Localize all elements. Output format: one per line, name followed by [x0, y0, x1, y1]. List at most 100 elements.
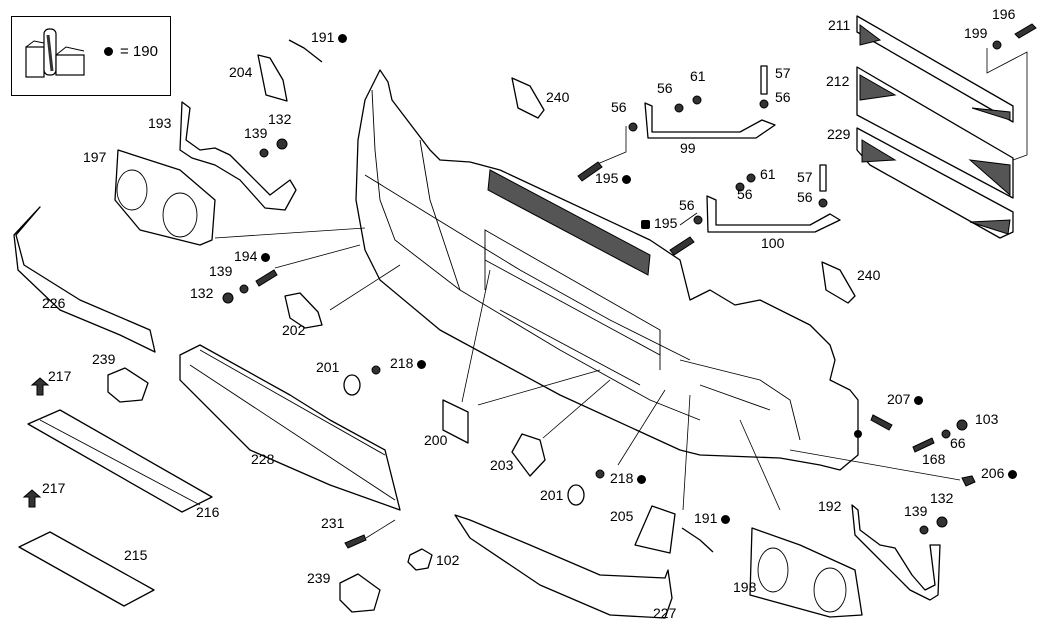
- marker-dot-icon: [637, 474, 647, 484]
- part-label-56e: 56: [797, 190, 813, 204]
- marker-square-icon: [641, 219, 650, 229]
- part-label-202: 202: [282, 323, 305, 337]
- part-231-bolt: [344, 534, 367, 549]
- part-number: 132: [930, 490, 954, 506]
- part-number: 207: [887, 391, 911, 407]
- part-number: 196: [992, 6, 1016, 22]
- part-193-bracket-left: [179, 101, 297, 211]
- part-239b-bracket: [339, 573, 381, 613]
- part-139b-washer: [239, 284, 249, 294]
- part-label-139a: 139: [244, 126, 267, 140]
- parts-211-212-229-grille-panels: [856, 15, 1028, 239]
- part-201b-lamp: [567, 484, 585, 506]
- part-label-193: 193: [148, 116, 171, 130]
- part-191b-clip: [681, 527, 714, 553]
- part-label-56c: 56: [775, 90, 791, 104]
- part-103-nut: [956, 419, 968, 431]
- part-label-56b: 56: [657, 81, 673, 95]
- part-number: 227: [653, 605, 677, 621]
- part-label-206: 206: [981, 465, 1018, 481]
- part-number: 56: [657, 80, 673, 96]
- part-number: 56: [737, 186, 753, 202]
- part-label-217a: 217: [48, 369, 71, 383]
- part-label-205: 205: [610, 509, 633, 523]
- part-206-clip: [961, 475, 976, 487]
- part-number: 139: [209, 263, 233, 279]
- part-number: 56: [679, 197, 695, 213]
- part-228-lower-grille: [179, 344, 401, 511]
- part-number: 193: [148, 115, 172, 131]
- legend-text: = 190: [120, 43, 158, 60]
- part-66-washer: [941, 429, 951, 439]
- part-number: 211: [828, 17, 851, 33]
- part-191-clip-top: [288, 39, 323, 63]
- part-label-56f: 56: [679, 198, 695, 212]
- marker-dot-icon: [914, 395, 924, 405]
- marker-dot-icon: [1008, 469, 1018, 479]
- part-number: 57: [797, 169, 813, 185]
- part-number: 226: [42, 295, 66, 311]
- part-202-cover: [284, 292, 323, 329]
- part-217a-push-clip: [30, 377, 50, 396]
- part-label-240b: 240: [857, 268, 880, 282]
- part-number: 139: [244, 125, 268, 141]
- part-number: 231: [321, 515, 345, 531]
- part-number: 56: [611, 99, 627, 115]
- part-number: 132: [190, 285, 214, 301]
- part-number: 102: [436, 552, 460, 568]
- part-label-201b: 201: [540, 488, 563, 502]
- part-number: 197: [83, 149, 107, 165]
- part-100-bracket: [706, 195, 841, 233]
- part-57a-bolt: [760, 65, 768, 95]
- part-label-194: 194: [234, 248, 271, 264]
- part-label-218b: 218: [610, 471, 647, 485]
- part-label-61b: 61: [760, 167, 776, 181]
- part-number: 217: [48, 368, 72, 384]
- part-number: 191: [311, 29, 335, 45]
- part-label-240a: 240: [546, 90, 569, 104]
- part-number: 240: [546, 89, 570, 105]
- connector-icon: [25, 28, 85, 78]
- part-number: 206: [981, 465, 1005, 481]
- part-56f-washer: [693, 215, 703, 225]
- part-label-192: 192: [818, 499, 841, 513]
- part-218a-nut: [371, 365, 381, 375]
- part-number: 239: [92, 351, 116, 367]
- part-240b-clip: [821, 261, 856, 304]
- part-label-215: 215: [124, 548, 147, 562]
- part-label-216: 216: [196, 505, 219, 519]
- part-label-191a: 191: [311, 29, 348, 45]
- part-label-207: 207: [887, 391, 924, 407]
- part-label-198: 198: [733, 580, 756, 594]
- part-label-57b: 57: [797, 170, 813, 184]
- part-label-191b: 191: [694, 510, 731, 526]
- part-number: 191: [694, 510, 718, 526]
- part-56a-washer: [628, 122, 638, 132]
- part-label-211: 211: [828, 18, 850, 32]
- part-number: 194: [234, 248, 258, 264]
- part-168-bolt: [912, 437, 935, 453]
- part-number: 203: [490, 457, 514, 473]
- marker-dot-icon: [622, 174, 632, 184]
- part-label-239b: 239: [307, 571, 330, 585]
- part-number: 240: [857, 267, 881, 283]
- part-label-228: 228: [251, 452, 274, 466]
- part-196-bolt: [1014, 23, 1037, 39]
- part-number: 202: [282, 322, 306, 338]
- marker-dot-icon: [338, 33, 348, 43]
- part-217b-push-clip: [22, 489, 42, 508]
- part-number: 239: [307, 570, 331, 586]
- part-number: 61: [760, 166, 776, 182]
- part-number: 99: [680, 140, 696, 156]
- part-number: 168: [922, 451, 946, 467]
- part-number: 215: [124, 547, 148, 563]
- part-number: 201: [540, 487, 564, 503]
- part-218b-nut: [595, 469, 605, 479]
- part-99-bracket: [644, 102, 776, 139]
- part-label-139b: 139: [209, 264, 232, 278]
- legend-box: = 190: [11, 16, 171, 96]
- main-bumper-shell: [355, 69, 859, 471]
- part-label-100: 100: [761, 236, 784, 250]
- part-label-99: 99: [680, 141, 696, 155]
- part-label-139c: 139: [904, 504, 927, 518]
